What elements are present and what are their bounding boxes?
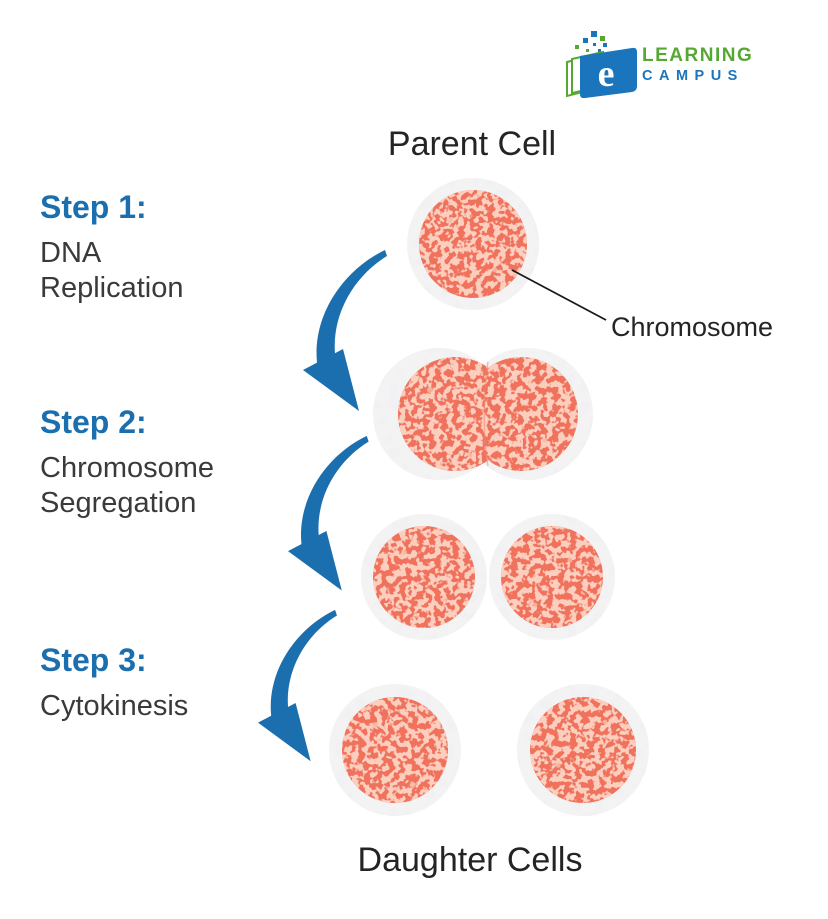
curved-arrow-step-3-icon	[258, 609, 337, 762]
curved-arrow-step-2-icon	[288, 435, 369, 591]
step-3-label: Step 3:	[40, 642, 147, 678]
cell-speck	[492, 267, 498, 273]
logo-pixels	[575, 31, 607, 52]
cell-body	[342, 697, 448, 803]
cell-body	[464, 357, 578, 471]
daughter-cell-left-graphic	[329, 684, 461, 816]
cell-speck	[532, 602, 538, 608]
cell-speck	[427, 387, 433, 393]
cell-body	[530, 697, 636, 803]
cell-speck	[567, 557, 573, 563]
cell-body	[419, 190, 527, 298]
step-2-block: Step 2: Chromosome Segregation	[40, 406, 214, 522]
cell-body	[501, 526, 603, 628]
step-1-description: DNA Replication	[40, 237, 184, 305]
step-1-label: Step 1:	[40, 189, 147, 225]
cell-speck	[542, 437, 548, 443]
step-3-description: Cytokinesis	[40, 690, 189, 722]
logo-wordmark: LEARNING CAMPUS	[642, 46, 753, 84]
cell-speck	[409, 782, 415, 788]
division-seam	[483, 361, 489, 467]
step-3-block: Step 3: Cytokinesis	[40, 644, 188, 724]
cell-body	[373, 526, 475, 628]
cell-speck	[447, 217, 453, 223]
logo-e-letter: e	[598, 53, 615, 95]
parent-cell-graphic	[407, 178, 539, 310]
replicated-cell-graphic	[373, 348, 593, 480]
cell-speck	[372, 722, 378, 728]
segregated-cells-graphic	[361, 514, 615, 640]
cell-speck	[401, 549, 407, 555]
curved-arrow-step-1-icon	[303, 250, 387, 411]
chromosome-label: Chromosome	[611, 312, 774, 342]
cell-speck	[442, 597, 448, 603]
logo-campus-text: CAMPUS	[642, 68, 744, 84]
cell-speck	[555, 762, 561, 768]
book-cover	[580, 47, 637, 98]
step-2-label: Step 2:	[40, 404, 147, 440]
elearning-campus-logo: e LEARNING CAMPUS	[562, 28, 753, 98]
parent-cell-label: Parent Cell	[387, 125, 557, 163]
step-2-description: Chromosome Segregation	[40, 452, 215, 520]
chromosome-pointer-line	[511, 269, 607, 321]
open-book-icon: e	[566, 31, 637, 98]
cell-speck	[467, 452, 473, 458]
step-1-block: Step 1: DNA Replication	[40, 191, 183, 307]
logo-learning-text: LEARNING	[642, 45, 754, 66]
daughter-cells-label: Daughter Cells	[357, 841, 583, 879]
daughter-cell-right-graphic	[517, 684, 649, 816]
cell-speck	[602, 719, 608, 725]
